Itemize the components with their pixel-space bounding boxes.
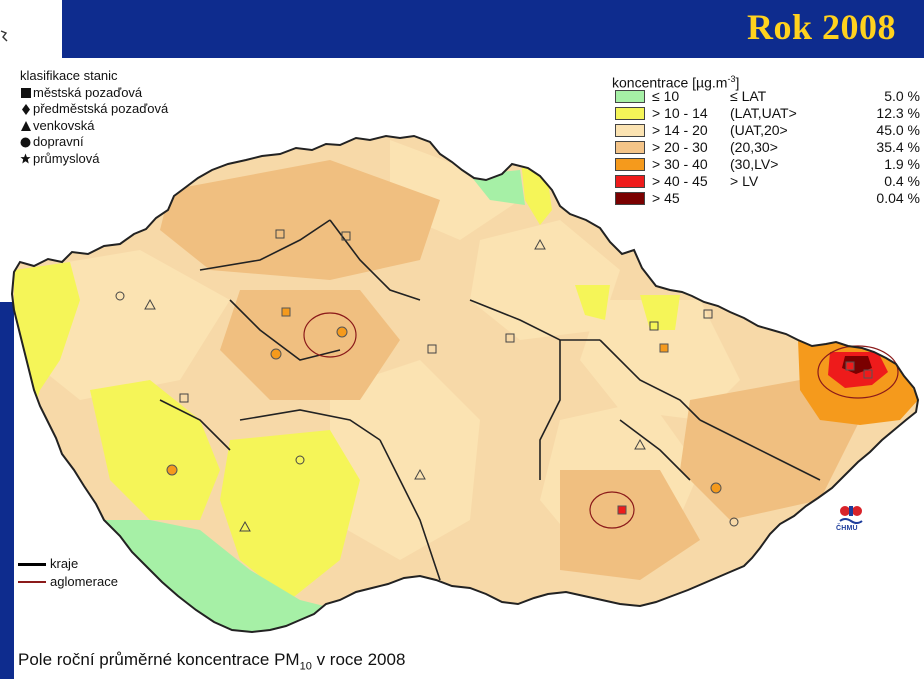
legend-row: > 14 - 20 (UAT,20> 45.0 % <box>612 122 924 139</box>
chmu-logo-text: ČHMÚ <box>836 525 858 532</box>
filled-triangle-icon <box>20 120 31 131</box>
legend-range: > 45 <box>652 190 680 206</box>
station-legend-label: předměstská pozaďová <box>33 101 169 116</box>
filled-square-icon <box>20 87 31 98</box>
legend-swatch <box>615 175 645 188</box>
concentration-legend: koncentrace [µg.m-3] ≤ 10 ≤ LAT 5.0 % > … <box>612 70 924 207</box>
title-banner: Rok 2008 <box>62 0 924 58</box>
station-legend-label: venkovská <box>33 117 95 133</box>
legend-class: > LV <box>730 173 759 189</box>
filled-circle-icon <box>20 137 31 148</box>
map-caption: Pole roční průměrné koncentrace PM10 v r… <box>18 650 406 673</box>
legend-share: 35.4 % <box>876 139 920 155</box>
legend-row: > 45 0.04 % <box>612 190 924 207</box>
station-legend-label: průmyslová <box>33 150 100 166</box>
legend-swatch <box>615 90 645 103</box>
legend-share: 12.3 % <box>876 105 920 121</box>
map-fill <box>12 136 918 632</box>
star-icon <box>20 153 31 164</box>
legend-class: (UAT,20> <box>730 122 788 138</box>
station-legend: klasifikace stanic městská pozaďová před… <box>20 68 168 167</box>
legend-swatch <box>615 107 645 120</box>
legend-row: > 10 - 14 (LAT,UAT> 12.3 % <box>612 105 924 122</box>
station-legend-item: předměstská pozaďová <box>20 101 168 118</box>
legend-range: > 30 - 40 <box>652 156 708 172</box>
boundary-legend-label: kraje <box>50 556 79 571</box>
station-legend-item: venkovská <box>20 118 168 135</box>
concentration-legend-heading: koncentrace [µg.m-3] <box>612 74 740 91</box>
legend-swatch <box>615 192 645 205</box>
legend-class: (30,LV> <box>730 156 779 172</box>
corner-mark-icon <box>0 30 8 42</box>
boundary-legend-label: aglomerace <box>50 574 118 589</box>
legend-class: ≤ LAT <box>730 88 767 104</box>
highlighted-stations <box>166 307 873 515</box>
legend-range: > 20 - 30 <box>652 139 708 155</box>
station-legend-item: dopravní <box>20 134 168 151</box>
legend-swatch <box>615 124 645 137</box>
boundary-legend-item: aglomerace <box>18 573 118 591</box>
side-bar <box>0 302 14 679</box>
agglomeration-line-icon <box>18 581 46 583</box>
legend-range: > 14 - 20 <box>652 122 708 138</box>
legend-swatch <box>615 141 645 154</box>
legend-swatch <box>615 158 645 171</box>
station-legend-label: dopravní <box>33 134 84 149</box>
boundary-legend-item: kraje <box>18 555 118 573</box>
agglomeration-boundaries <box>303 312 899 529</box>
legend-range: > 40 - 45 <box>652 173 708 189</box>
year-title: Rok 2008 <box>746 7 896 47</box>
legend-row: > 30 - 40 (30,LV> 1.9 % <box>612 156 924 173</box>
station-legend-label: městská pozaďová <box>33 84 143 100</box>
legend-range: ≤ 10 <box>652 88 680 104</box>
station-legend-item: městská pozaďová <box>20 85 168 102</box>
station-legend-item: průmyslová <box>20 151 168 168</box>
legend-share: 0.04 % <box>876 190 920 206</box>
legend-share: 5.0 % <box>884 88 920 104</box>
legend-share: 45.0 % <box>876 122 920 138</box>
legend-class: (LAT,UAT> <box>730 105 797 121</box>
chmu-logo-icon <box>839 506 863 524</box>
legend-row: > 40 - 45 > LV 0.4 % <box>612 173 924 190</box>
station-legend-heading: klasifikace stanic <box>20 68 118 83</box>
boundary-legend: kraje aglomerace <box>18 555 118 591</box>
legend-row: > 20 - 30 (20,30> 35.4 % <box>612 139 924 156</box>
legend-row: ≤ 10 ≤ LAT 5.0 % <box>612 88 924 105</box>
legend-share: 0.4 % <box>884 173 920 189</box>
legend-class: (20,30> <box>730 139 778 155</box>
stations <box>115 229 739 532</box>
legend-range: > 10 - 14 <box>652 105 708 121</box>
region-line-icon <box>18 562 46 566</box>
legend-share: 1.9 % <box>884 156 920 172</box>
diamond-icon <box>20 103 31 115</box>
